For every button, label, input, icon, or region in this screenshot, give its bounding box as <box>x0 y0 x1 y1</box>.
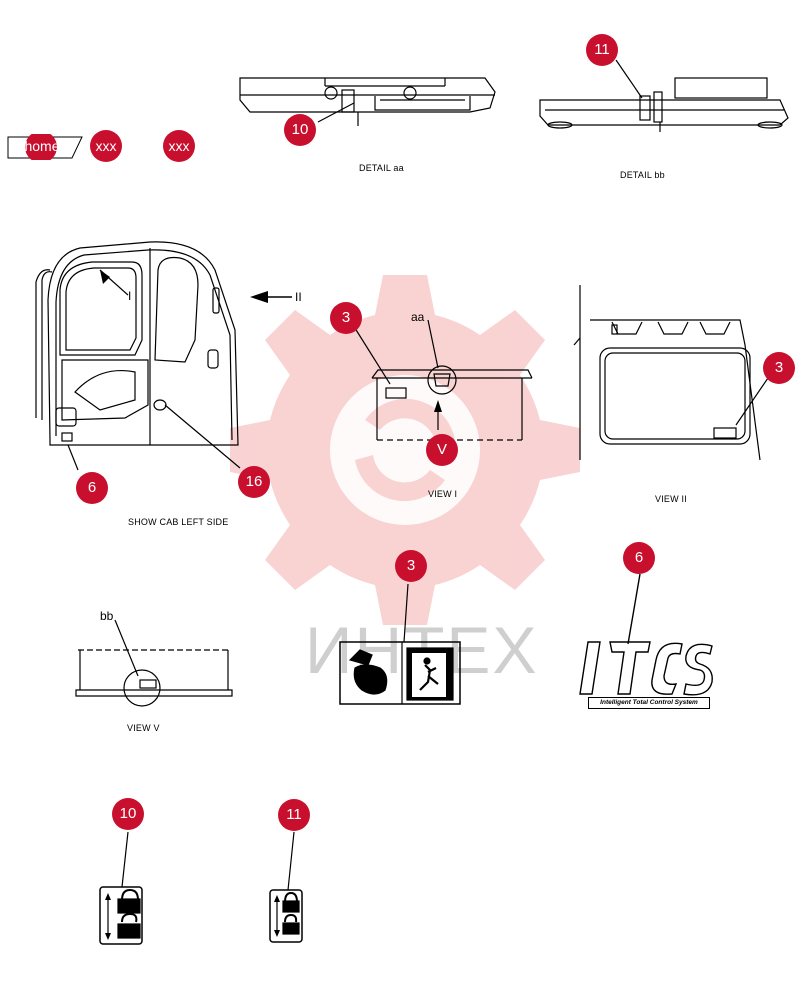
caption-show-cab: SHOW CAB LEFT SIDE <box>128 517 229 527</box>
callout-10-lock-decal[interactable]: 10 <box>112 798 144 830</box>
view-ii-drawing <box>573 285 769 461</box>
caption-view-ii: VIEW II <box>655 494 687 504</box>
home-label: home <box>24 138 60 154</box>
caption-view-v: VIEW V <box>127 723 160 733</box>
callout-3-view-i[interactable]: 3 <box>330 302 362 334</box>
callout-3-view-ii[interactable]: 3 <box>763 352 795 384</box>
callout-6-cab[interactable]: 6 <box>76 472 108 504</box>
callout-11-detail-bb[interactable]: 11 <box>586 34 618 66</box>
callout-6-logo[interactable]: 6 <box>623 542 655 574</box>
itcs-logo-drawing <box>579 573 713 696</box>
view-i-marker: I <box>128 289 132 303</box>
caption-view-i: VIEW I <box>428 489 458 499</box>
label-bb: bb <box>100 609 114 623</box>
cab-drawing <box>35 241 241 471</box>
view-v-drawing <box>75 619 233 707</box>
callout-10-detail-aa[interactable]: 10 <box>284 114 316 146</box>
arrow-i <box>100 270 110 284</box>
breadcrumb-item-2[interactable]: xxx <box>163 130 195 162</box>
home-button[interactable]: home <box>6 134 83 160</box>
callout-3-exit-decal[interactable]: 3 <box>395 550 427 582</box>
view-i-drawing <box>352 319 533 441</box>
detail-bb-drawing <box>539 59 789 132</box>
arrow-ii <box>250 291 268 303</box>
exit-decal-drawing <box>339 583 461 705</box>
detail-aa-drawing <box>239 77 496 126</box>
callout-16-cab[interactable]: 16 <box>238 466 270 498</box>
lock-decal-11-drawing <box>269 831 303 943</box>
breadcrumb-item-1[interactable]: xxx <box>90 130 122 162</box>
label-aa: aa <box>411 310 425 324</box>
view-ii-marker: II <box>295 290 302 304</box>
lock-decal-10-drawing <box>99 831 143 945</box>
callout-v-view-i[interactable]: V <box>426 434 458 466</box>
itcs-subtitle: Intelligent Total Control System <box>588 697 710 709</box>
caption-detail-aa: DETAIL aa <box>359 163 404 173</box>
callout-11-lock-decal[interactable]: 11 <box>278 799 310 831</box>
caption-detail-bb: DETAIL bb <box>620 170 665 180</box>
